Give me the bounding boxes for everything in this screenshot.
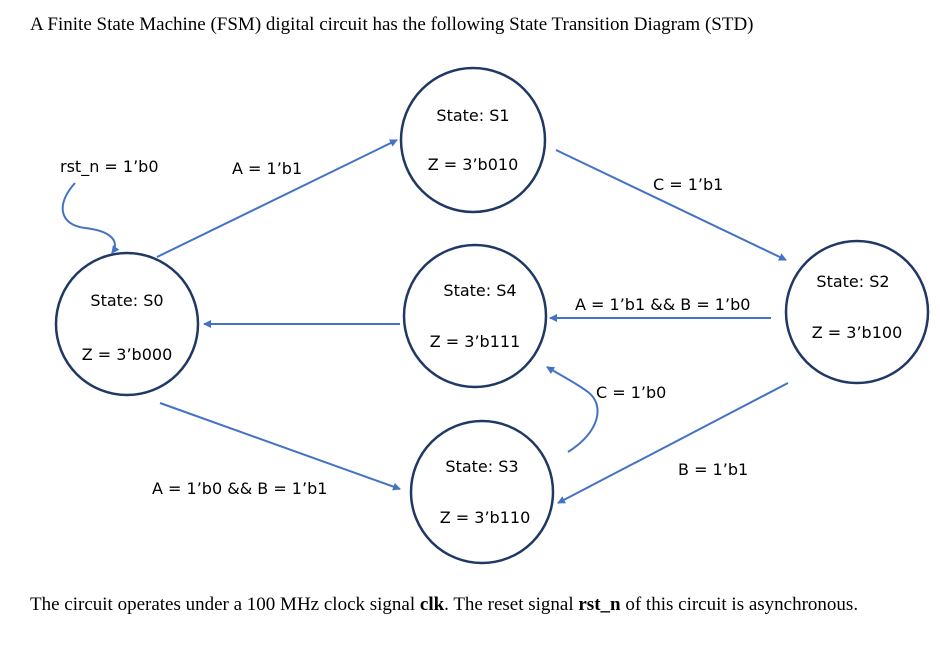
state-s2-output: Z = 3’b100	[812, 323, 903, 342]
label-s0-s1: A = 1’b1	[232, 159, 302, 178]
label-s1-s2: C = 1’b1	[653, 175, 723, 194]
state-s4: State: S4 Z = 3’b111	[402, 243, 548, 389]
arrow-s2-s3	[557, 382, 789, 504]
footer-rst: rst_n	[578, 594, 621, 615]
label-s2-s4: A = 1’b1 && B = 1’b0	[575, 295, 750, 314]
state-s2: State: S2 Z = 3’b100	[784, 239, 930, 385]
state-s4-name: State: S4	[443, 281, 516, 300]
arrow-s0-s1	[156, 139, 398, 258]
state-s1-output: Z = 3’b010	[428, 155, 519, 174]
label-s0-s3: A = 1’b0 && B = 1’b1	[152, 479, 327, 498]
intro-text: A Finite State Machine (FSM) digital cir…	[30, 14, 754, 35]
footer-text: The circuit operates under a 100 MHz clo…	[30, 594, 858, 616]
state-s2-name: State: S2	[816, 272, 889, 291]
arrow-s0-s3	[159, 402, 401, 491]
state-s3-name: State: S3	[445, 457, 518, 476]
footer-part2: . The reset signal	[444, 594, 579, 615]
arrow-s3-s4	[546, 366, 599, 453]
label-s3-s4: C = 1’b0	[596, 383, 666, 402]
state-s0-output: Z = 3’b000	[82, 345, 173, 364]
state-s1-name: State: S1	[436, 106, 509, 125]
label-reset: rst_n = 1’b0	[60, 157, 159, 177]
arrow-s1-s2	[555, 149, 787, 261]
arrow-reset	[61, 182, 120, 254]
footer-part3: of this circuit is asynchronous.	[620, 594, 859, 615]
footer-clk: clk	[419, 594, 445, 615]
state-s1: State: S1 Z = 3’b010	[399, 66, 547, 214]
footer-part1: The circuit operates under a 100 MHz clo…	[30, 594, 420, 615]
state-s0-name: State: S0	[90, 291, 163, 310]
state-s0: State: S0 Z = 3’b000	[54, 251, 200, 397]
label-s2-s3: B = 1’b1	[678, 460, 748, 479]
state-s3-output: Z = 3’b110	[440, 508, 531, 527]
state-s3: State: S3 Z = 3’b110	[409, 419, 555, 565]
state-s4-output: Z = 3’b111	[430, 332, 521, 351]
